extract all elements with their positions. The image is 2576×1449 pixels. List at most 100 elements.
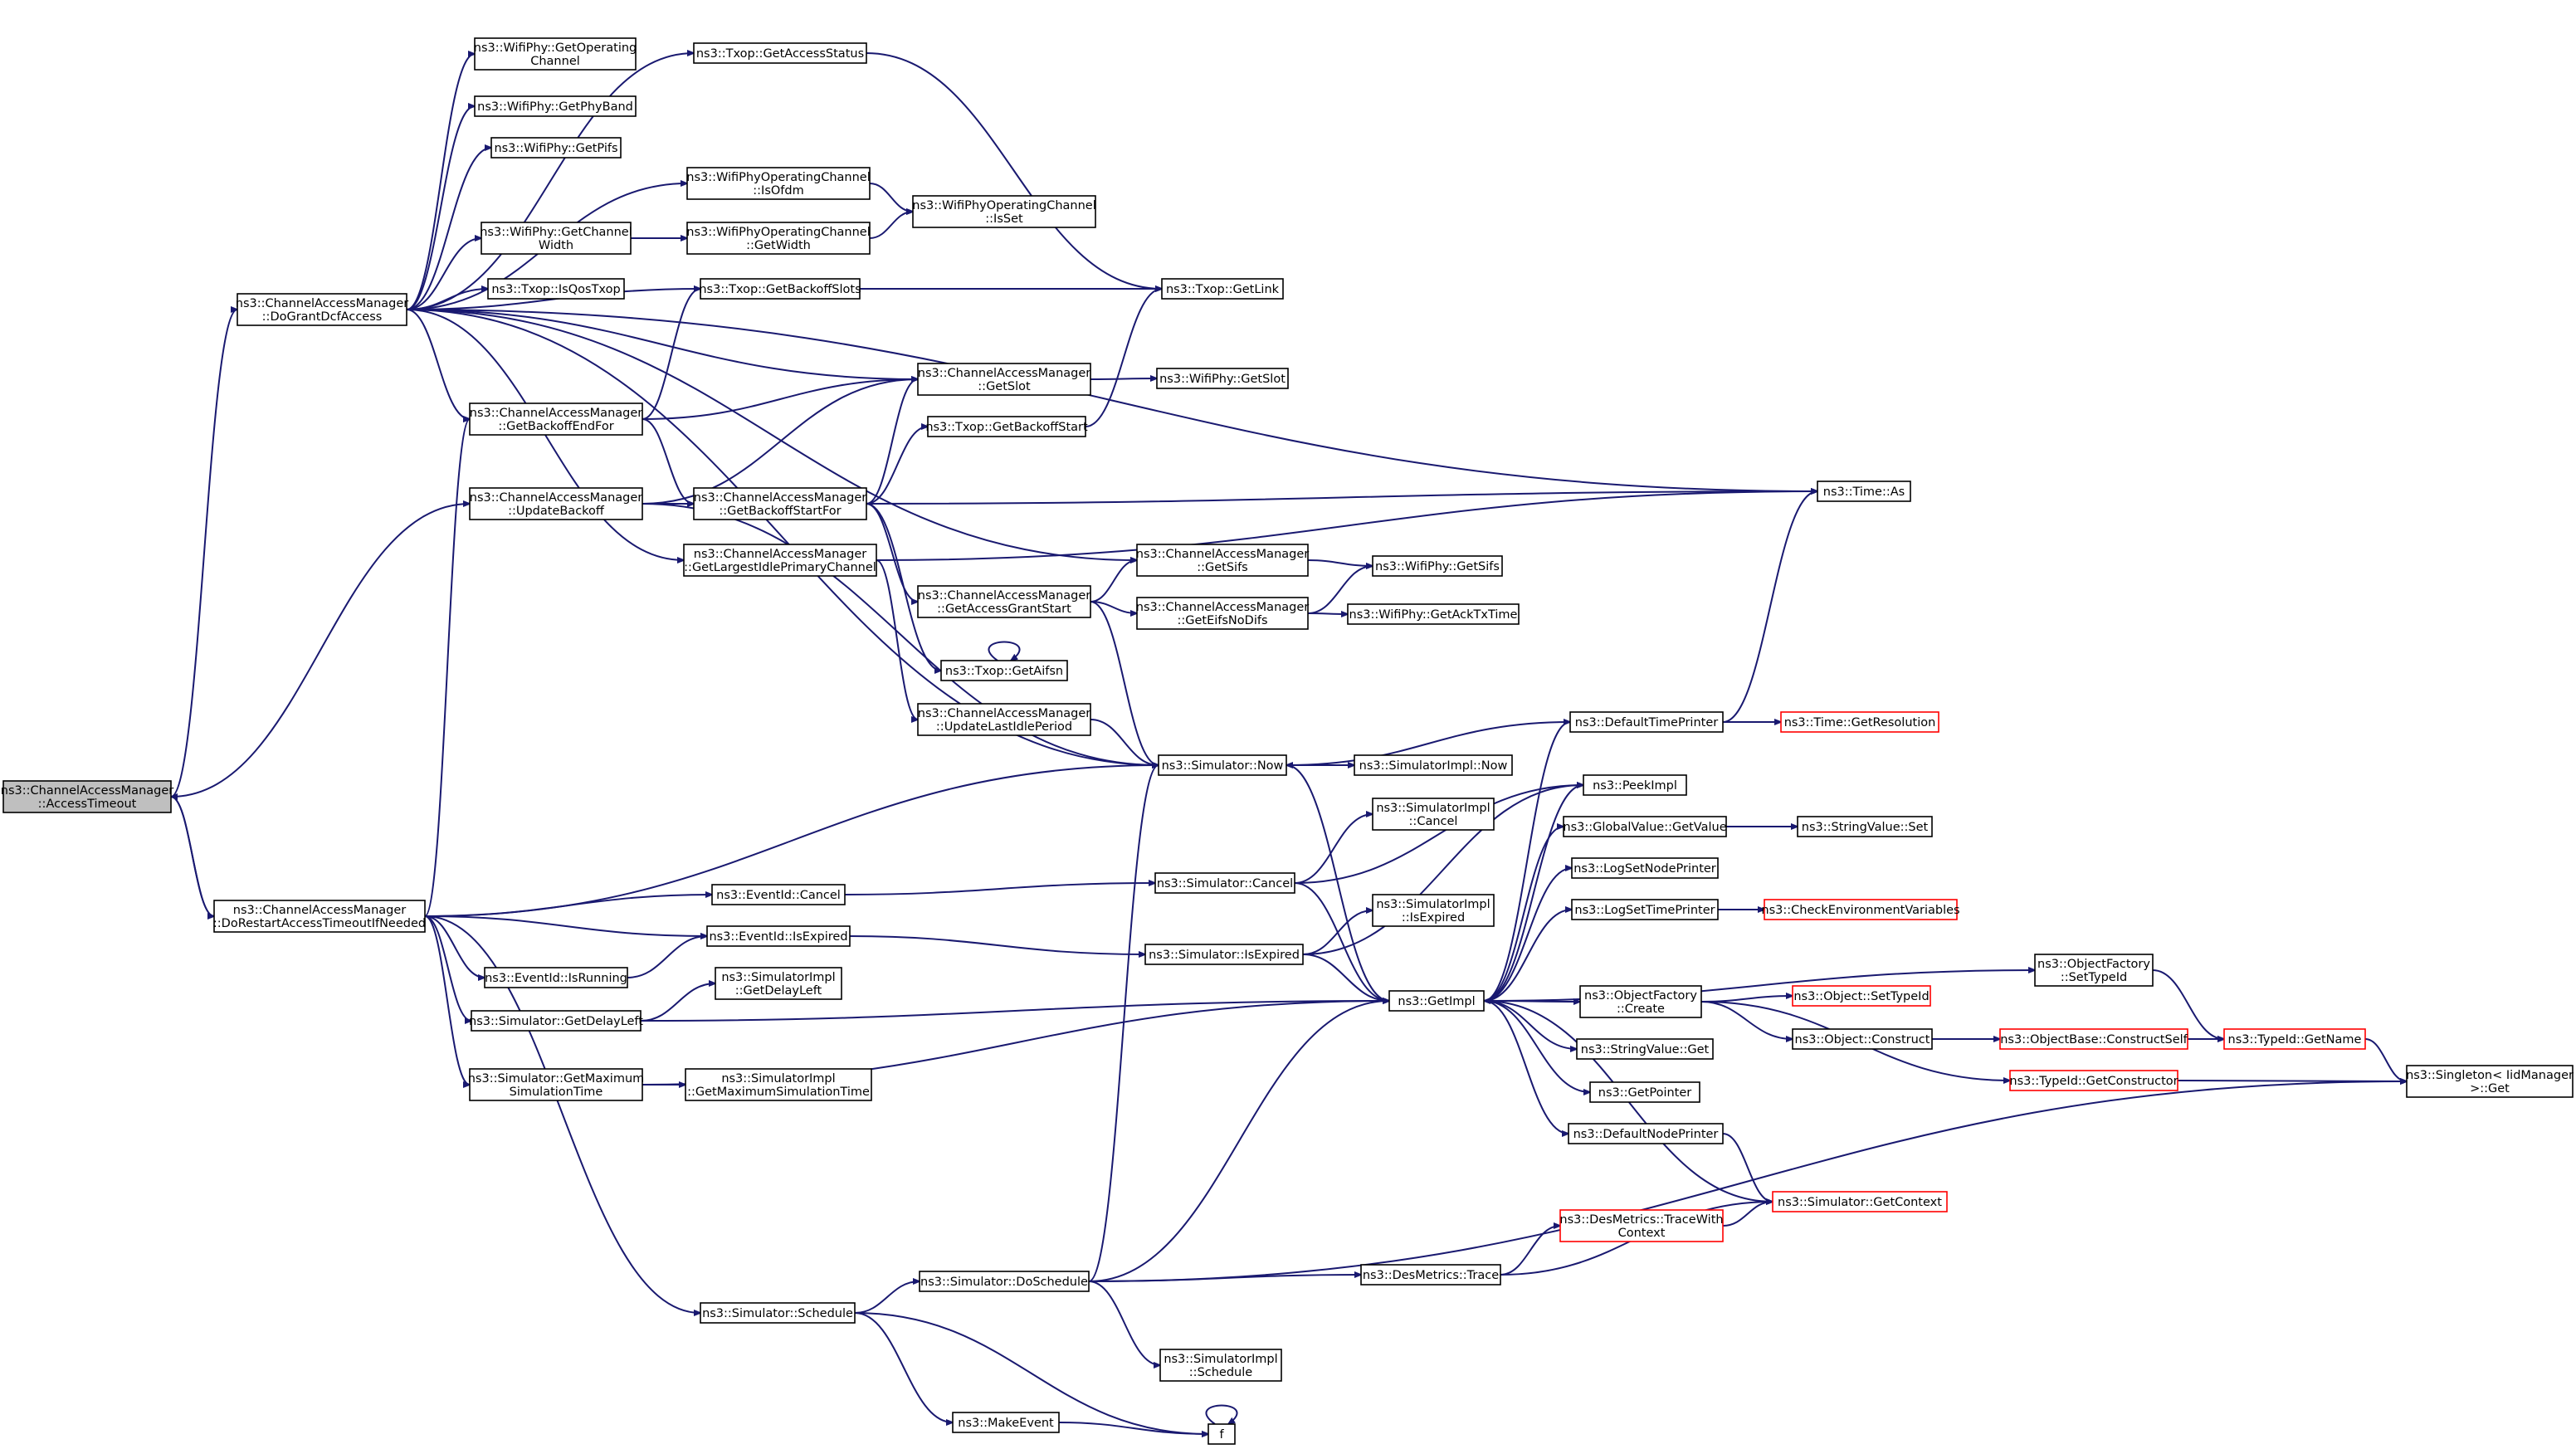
node-global-value-get-value[interactable]: ns3::GlobalValue::GetValue	[1563, 816, 1727, 837]
node-cam-get-slot[interactable]: ns3::ChannelAccessManager ::GetSlot	[917, 363, 1091, 396]
node-simulator-impl-is-expired[interactable]: ns3::SimulatorImpl ::IsExpired	[1372, 894, 1495, 927]
node-simulator-impl-schedule[interactable]: ns3::SimulatorImpl ::Schedule	[1159, 1349, 1282, 1382]
svg-text:::DoGrantDcfAccess: ::DoGrantDcfAccess	[262, 310, 383, 324]
node-get-pointer[interactable]: ns3::GetPointer	[1589, 1081, 1700, 1103]
node-string-value-set[interactable]: ns3::StringValue::Set	[1797, 816, 1933, 837]
node-operating-channel-is-set[interactable]: ns3::WifiPhyOperatingChannel ::IsSet	[912, 195, 1096, 228]
node-do-restart-access-timeout[interactable]: ns3::ChannelAccessManager ::DoRestartAcc…	[213, 900, 426, 933]
node-cam-get-largest-idle-primary-channel[interactable]: ns3::ChannelAccessManager ::GetLargestId…	[683, 544, 877, 577]
node-make-event[interactable]: ns3::MakeEvent	[952, 1412, 1060, 1433]
node-des-metrics-trace-with-context[interactable]: ns3::DesMetrics::TraceWith Context	[1559, 1209, 1724, 1242]
svg-text:ns3::TypeId::GetName: ns3::TypeId::GetName	[2228, 1033, 2362, 1046]
node-txop-get-link[interactable]: ns3::Txop::GetLink	[1161, 278, 1284, 300]
edge-n_getimpl-n_dtp	[1483, 722, 1570, 1002]
node-simulator-impl-get-delay-left[interactable]: ns3::SimulatorImpl ::GetDelayLeft	[715, 967, 842, 1000]
svg-text:ns3::StringValue::Set: ns3::StringValue::Set	[1802, 821, 1929, 834]
node-simulator-get-delay-left[interactable]: ns3::Simulator::GetDelayLeft	[469, 1010, 643, 1032]
svg-text:ns3::LogSetTimePrinter: ns3::LogSetTimePrinter	[1574, 904, 1715, 917]
svg-text:::GetSifs: ::GetSifs	[1197, 561, 1248, 574]
node-txop-get-aifsn[interactable]: ns3::Txop::GetAifsn	[940, 660, 1068, 681]
node-singleton-iid-manager-get[interactable]: ns3::Singleton< IidManager >::Get	[2406, 1065, 2574, 1098]
node-cam-get-access-grant-start[interactable]: ns3::ChannelAccessManager ::GetAccessGra…	[917, 585, 1091, 618]
edge-n_dgdcf-n_camgs	[406, 309, 918, 379]
node-cam-get-eifs-no-difs[interactable]: ns3::ChannelAccessManager ::GetEifsNoDif…	[1136, 597, 1310, 630]
edge-n_simds-n_simimplsch	[1088, 1281, 1160, 1365]
node-time-get-resolution[interactable]: ns3::Time::GetResolution	[1780, 711, 1939, 733]
node-simulator-is-expired[interactable]: ns3::Simulator::IsExpired	[1144, 944, 1304, 965]
node-type-id-get-name[interactable]: ns3::TypeId::GetName	[2223, 1028, 2366, 1050]
node-event-id-is-expired[interactable]: ns3::EventId::IsExpired	[706, 925, 851, 947]
node-do-grant-dcf-access[interactable]: ns3::ChannelAccessManager ::DoGrantDcfAc…	[236, 293, 409, 326]
node-default-time-printer[interactable]: ns3::DefaultTimePrinter	[1569, 711, 1724, 733]
node-time-as[interactable]: ns3::Time::As	[1817, 481, 1911, 502]
node-access-timeout[interactable]: ns3::ChannelAccessManager ::AccessTimeou…	[1, 780, 174, 813]
node-get-impl[interactable]: ns3::GetImpl	[1388, 990, 1485, 1012]
node-des-metrics-trace[interactable]: ns3::DesMetrics::Trace	[1360, 1264, 1501, 1286]
svg-text:ns3::Simulator::GetDelayLeft: ns3::Simulator::GetDelayLeft	[469, 1015, 643, 1028]
node-object-set-type-id[interactable]: ns3::Object::SetTypeId	[1792, 985, 1931, 1007]
node-check-environment-variables[interactable]: ns3::CheckEnvironmentVariables	[1761, 899, 1960, 920]
svg-text:ns3::WifiPhy::GetPhyBand: ns3::WifiPhy::GetPhyBand	[477, 100, 633, 114]
node-peek-impl[interactable]: ns3::PeekImpl	[1583, 774, 1687, 796]
node-object-base-construct-self[interactable]: ns3::ObjectBase::ConstructSelf	[1999, 1028, 2188, 1050]
node-operating-channel-is-ofdm[interactable]: ns3::WifiPhyOperatingChannel ::IsOfdm	[686, 167, 871, 200]
node-simulator-impl-cancel[interactable]: ns3::SimulatorImpl ::Cancel	[1372, 798, 1495, 831]
node-cam-get-sifs[interactable]: ns3::ChannelAccessManager ::GetSifs	[1136, 544, 1310, 577]
node-log-set-time-printer[interactable]: ns3::LogSetTimePrinter	[1571, 899, 1719, 920]
node-object-construct[interactable]: ns3::Object::Construct	[1792, 1028, 1933, 1050]
svg-text:::GetBackoffEndFor: ::GetBackoffEndFor	[498, 420, 613, 433]
edge-n_drati-n_cambef	[424, 419, 470, 917]
node-operating-channel-get-width[interactable]: ns3::WifiPhyOperatingChannel ::GetWidth	[686, 222, 871, 255]
node-type-id-get-constructor[interactable]: ns3::TypeId::GetConstructor	[2009, 1070, 2178, 1091]
node-txop-get-backoff-start[interactable]: ns3::Txop::GetBackoffStart	[925, 416, 1088, 437]
svg-text:::GetAccessGrantStart: ::GetAccessGrantStart	[937, 603, 1071, 616]
node-log-set-node-printer[interactable]: ns3::LogSetNodePrinter	[1571, 857, 1719, 879]
svg-text:ns3::SimulatorImpl: ns3::SimulatorImpl	[721, 1072, 835, 1086]
svg-text:ns3::Simulator::IsExpired: ns3::Simulator::IsExpired	[1149, 949, 1300, 962]
svg-text:ns3::SimulatorImpl: ns3::SimulatorImpl	[721, 971, 835, 984]
svg-text:ns3::GlobalValue::GetValue: ns3::GlobalValue::GetValue	[1563, 821, 1726, 834]
node-cam-update-backoff[interactable]: ns3::ChannelAccessManager ::UpdateBackof…	[469, 487, 643, 520]
node-wifiphy-get-slot[interactable]: ns3::WifiPhy::GetSlot	[1156, 368, 1289, 389]
node-simulator-do-schedule[interactable]: ns3::Simulator::DoSchedule	[919, 1271, 1090, 1292]
node-simulator-cancel[interactable]: ns3::Simulator::Cancel	[1154, 872, 1295, 894]
svg-text:ns3::ChannelAccessManager: ns3::ChannelAccessManager	[470, 407, 643, 420]
node-event-id-cancel[interactable]: ns3::EventId::Cancel	[711, 884, 846, 905]
node-default-node-printer[interactable]: ns3::DefaultNodePrinter	[1568, 1123, 1724, 1144]
svg-text:ns3::DefaultNodePrinter: ns3::DefaultNodePrinter	[1573, 1128, 1719, 1141]
node-object-factory-set-type-id[interactable]: ns3::ObjectFactory ::SetTypeId	[2034, 954, 2154, 987]
node-wifiphy-get-operating-channel[interactable]: ns3::WifiPhy::GetOperating Channel	[474, 37, 637, 71]
node-cam-get-backoff-start-for[interactable]: ns3::ChannelAccessManager ::GetBackoffSt…	[693, 487, 867, 520]
edge-n_camgsifs-n_wgsifs	[1307, 559, 1373, 566]
node-wifiphy-get-ack-tx-time[interactable]: ns3::WifiPhy::GetAckTxTime	[1347, 603, 1520, 625]
node-object-factory-create[interactable]: ns3::ObjectFactory ::Create	[1579, 985, 1702, 1018]
node-wifiphy-get-sifs[interactable]: ns3::WifiPhy::GetSifs	[1372, 555, 1503, 577]
edge-n_simexp-n_simimplexp	[1302, 910, 1373, 955]
node-simulator-impl-get-maximum-simulation-time[interactable]: ns3::SimulatorImpl ::GetMaximumSimulatio…	[685, 1068, 872, 1101]
edge-n_getimpl-n_ofsti	[1483, 970, 2035, 1002]
node-simulator-impl-now[interactable]: ns3::SimulatorImpl::Now	[1354, 754, 1513, 776]
edge-n_root-n_camub	[170, 504, 470, 798]
node-cam-update-last-idle-period[interactable]: ns3::ChannelAccessManager ::UpdateLastId…	[917, 703, 1091, 736]
node-wifiphy-get-phy-band[interactable]: ns3::WifiPhy::GetPhyBand	[474, 95, 637, 117]
edge-n_dgdcf-n_timeas	[406, 309, 1817, 491]
node-simulator-schedule[interactable]: ns3::Simulator::Schedule	[700, 1302, 856, 1324]
node-simulator-now[interactable]: ns3::Simulator::Now	[1158, 754, 1287, 776]
edge-n_drati-n_simgmst	[424, 915, 470, 1085]
node-simulator-get-maximum-simulation-time[interactable]: ns3::Simulator::GetMaximum SimulationTim…	[468, 1068, 645, 1101]
svg-text:>::Get: >::Get	[2470, 1082, 2510, 1095]
call-edges	[171, 53, 2407, 1434]
node-cam-get-backoff-end-for[interactable]: ns3::ChannelAccessManager ::GetBackoffEn…	[469, 402, 643, 436]
node-wifiphy-get-pifs[interactable]: ns3::WifiPhy::GetPifs	[490, 137, 622, 159]
edge-n_wocgw-n_wocis	[869, 212, 913, 239]
node-txop-get-access-status[interactable]: ns3::Txop::GetAccessStatus	[693, 42, 867, 64]
node-txop-get-backoff-slots[interactable]: ns3::Txop::GetBackoffSlots	[699, 278, 861, 300]
node-string-value-get[interactable]: ns3::StringValue::Get	[1576, 1038, 1714, 1060]
svg-text:ns3::WifiPhy::GetOperating: ns3::WifiPhy::GetOperating	[474, 41, 637, 55]
node-txop-is-qos-txop[interactable]: ns3::Txop::IsQosTxop	[487, 278, 625, 300]
node-f[interactable]: f	[1208, 1423, 1236, 1445]
svg-text:ns3::StringValue::Get: ns3::StringValue::Get	[1581, 1043, 1710, 1056]
node-event-id-is-running[interactable]: ns3::EventId::IsRunning	[484, 967, 628, 988]
node-wifiphy-get-channel-width[interactable]: ns3::WifiPhy::GetChannel Width	[480, 222, 632, 255]
node-simulator-get-context[interactable]: ns3::Simulator::GetContext	[1772, 1191, 1948, 1212]
